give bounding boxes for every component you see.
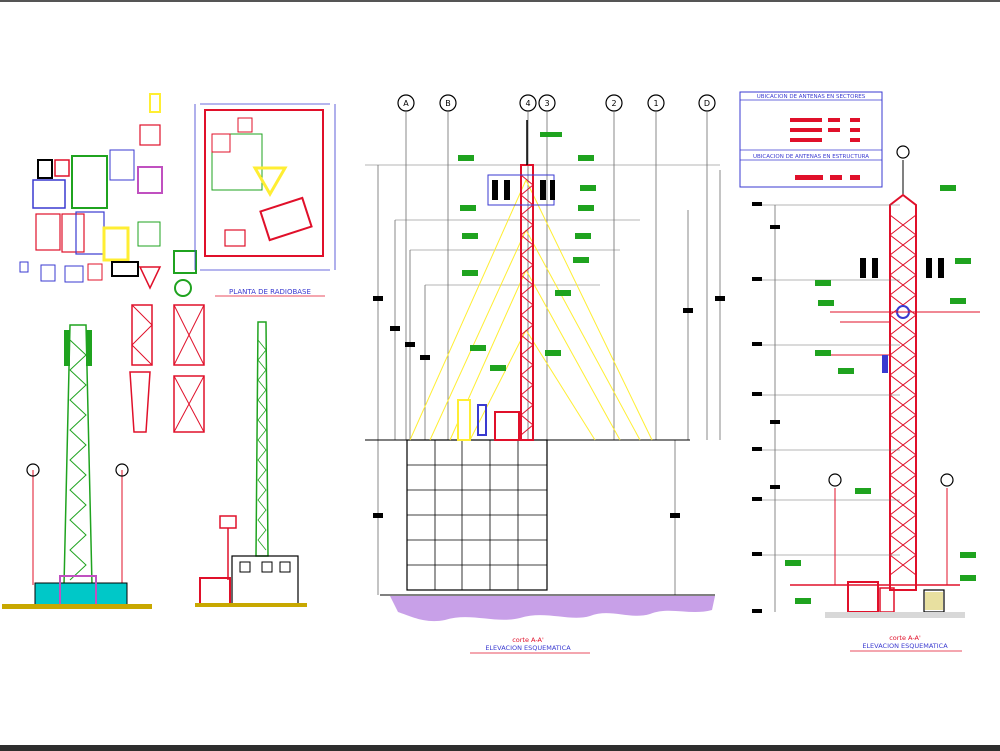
antenna-tables: UBICACION DE ANTENAS EN SECTORES UBICACI… <box>739 91 883 188</box>
window-bottom-bar <box>0 745 1000 751</box>
lattice-tower-green <box>2 324 152 609</box>
site-plan: PLANTA DE RADIOBASE <box>194 103 336 297</box>
window-top-border <box>0 0 1000 2</box>
section-title: ELEVACION ESQUEMATICA <box>485 644 571 652</box>
table-sectors-title: UBICACION DE ANTENAS EN SECTORES <box>757 94 866 100</box>
axis-label-A: A <box>403 99 409 108</box>
axis-label-B: B <box>445 99 451 108</box>
axis-label-1: 1 <box>653 99 658 108</box>
section-cut-label: corte A-A' <box>512 636 544 644</box>
axis-label-2: 2 <box>611 99 616 108</box>
annotation-tags-center <box>458 132 596 371</box>
section-title-right: ELEVACION ESQUEMATICA <box>862 642 948 650</box>
section-label-right: corte A-A' ELEVACION ESQUEMATICA <box>850 634 962 652</box>
ground-terrain <box>390 596 715 622</box>
monopole-with-shelter <box>195 321 307 607</box>
building-facade <box>365 439 715 596</box>
plan-title: PLANTA DE RADIOBASE <box>229 288 311 296</box>
axis-label-4: 4 <box>525 99 530 108</box>
right-base-detail <box>790 473 965 618</box>
equipment-details-cluster <box>19 93 197 297</box>
section-label-center: corte A-A' ELEVACION ESQUEMATICA <box>470 636 590 654</box>
guy-wires <box>409 179 653 441</box>
axis-label-D: D <box>704 99 710 108</box>
dimension-lines-center <box>365 164 725 595</box>
main-tower-red <box>457 120 555 441</box>
center-grid-axes: A B 4 3 2 1 D <box>397 94 716 440</box>
table-structure-title: UBICACION DE ANTENAS EN ESTRUCTURA <box>753 154 869 160</box>
lattice-details <box>129 304 205 433</box>
axis-label-3: 3 <box>544 99 549 108</box>
right-section-tower <box>830 145 980 591</box>
section-cut-label-right: corte A-A' <box>889 634 921 642</box>
annotation-tags-right <box>785 185 976 604</box>
